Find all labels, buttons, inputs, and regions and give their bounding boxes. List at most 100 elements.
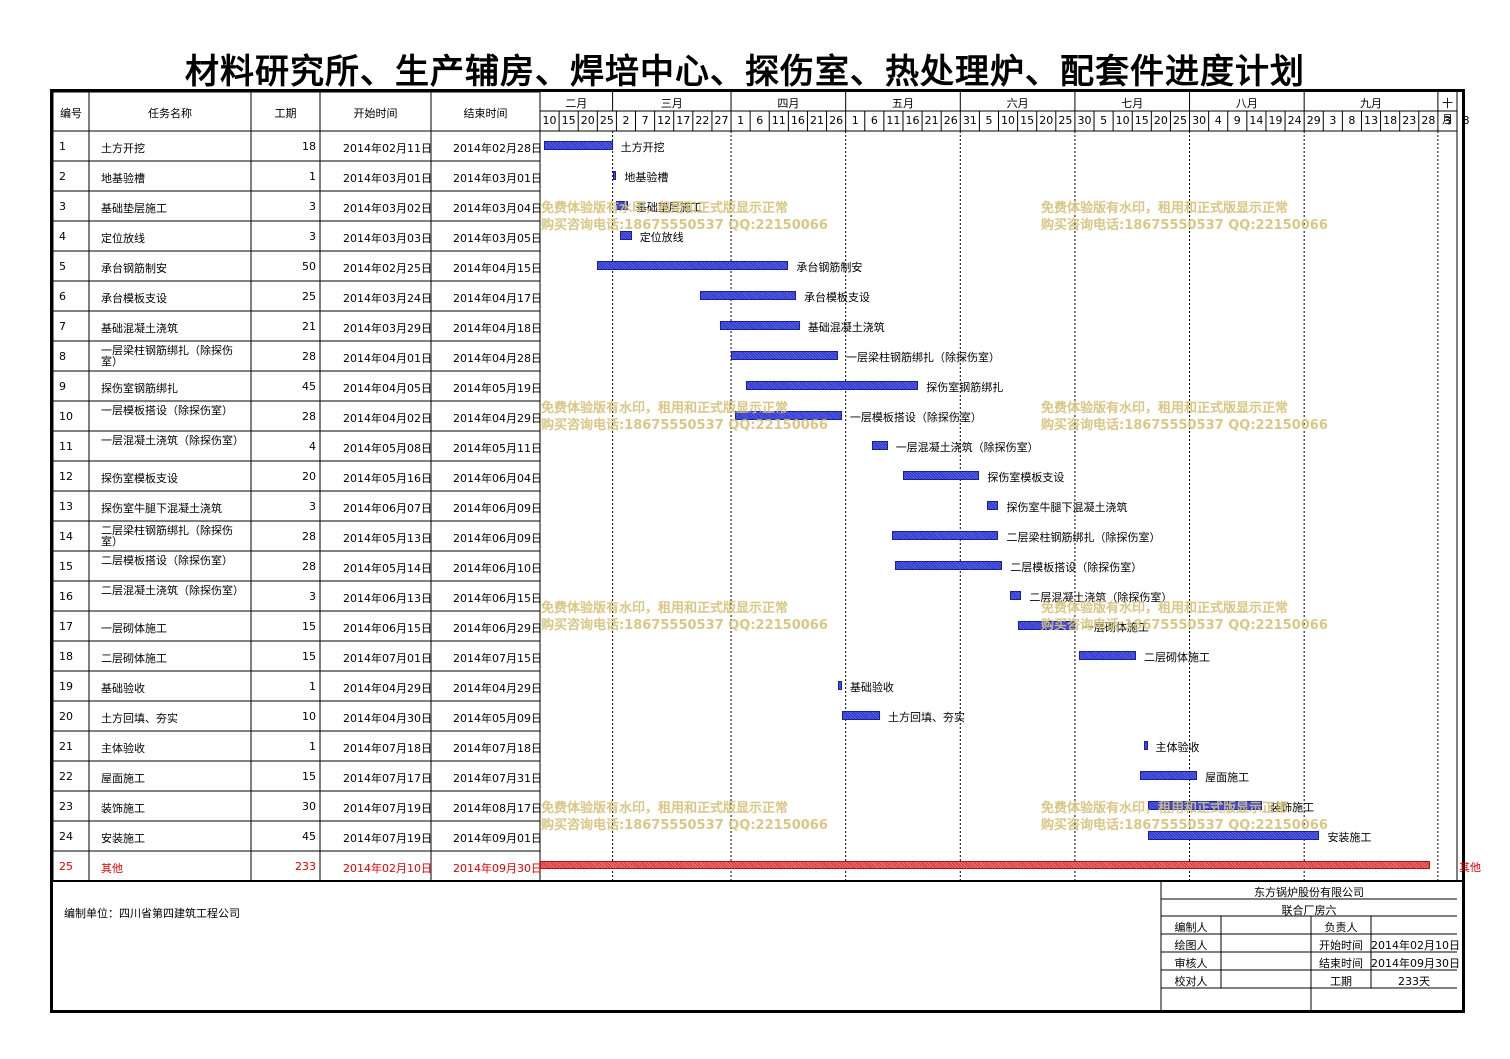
day-tick-label: 18	[1383, 114, 1398, 127]
task-bar	[616, 201, 628, 210]
task-id: 16	[59, 590, 73, 603]
day-tick-label: 19	[1268, 114, 1283, 127]
task-bar-label: 一层砌体施工	[1082, 621, 1149, 634]
task-bar-label: 其他	[1459, 861, 1481, 874]
task-end: 2014年06月04日	[453, 472, 541, 485]
task-start: 2014年07月18日	[343, 742, 431, 755]
watermark: 免费体验版有水印，租用和正式版显示正常购买咨询电话:18675550537 QQ…	[1041, 800, 1328, 834]
day-tick-label: 6	[870, 114, 878, 127]
day-tick-label: 22	[695, 114, 710, 127]
task-bar	[620, 231, 632, 240]
task-bar	[540, 861, 1431, 869]
task-start: 2014年06月07日	[343, 502, 431, 515]
task-duration: 28	[302, 530, 316, 543]
day-tick-label: 21	[810, 114, 824, 127]
day-tick-label: 30	[1192, 114, 1207, 127]
footer-project: 联合厂房六	[1281, 904, 1337, 917]
task-bar-label: 基础混凝土浇筑	[807, 321, 885, 334]
task-duration: 45	[302, 830, 316, 843]
task-duration: 4	[309, 440, 316, 453]
task-end: 2014年08月17日	[453, 802, 541, 815]
page-title: 材料研究所、生产辅房、焊培中心、探伤室、热处理炉、配套件进度计划	[185, 52, 1305, 92]
day-tick-label: 14	[1249, 114, 1264, 127]
task-start: 2014年05月14日	[343, 562, 431, 575]
task-bar	[731, 351, 838, 360]
day-tick-label: 20	[1153, 114, 1168, 127]
task-bar	[987, 501, 999, 510]
task-name: 一层模板搭设（除探伤室）	[101, 405, 233, 416]
task-start: 2014年03月01日	[343, 172, 431, 185]
footer-cell: 开始时间	[1319, 939, 1363, 952]
day-tick-label: 1	[737, 114, 745, 127]
task-bar-label: 探伤室钢筋绑扎	[926, 381, 1004, 394]
watermark: 免费体验版有水印，租用和正式版显示正常购买咨询电话:18675550537 QQ…	[541, 600, 828, 634]
day-tick-label: 20	[580, 114, 595, 127]
table-header-id: 编号	[60, 107, 82, 120]
task-bar-label: 二层混凝土浇筑（除探伤室）	[1029, 591, 1173, 604]
day-tick-label: 27	[714, 114, 729, 127]
month-label: 五月	[891, 97, 914, 110]
footer-cell: 2014年02月10日	[1371, 939, 1460, 952]
task-bar	[746, 381, 919, 390]
watermark-line: 购买咨询电话:18675550537 QQ:22150066	[1041, 418, 1328, 433]
task-duration: 15	[302, 650, 316, 663]
task-start: 2014年07月19日	[343, 802, 431, 815]
month-label: 八月	[1235, 97, 1258, 110]
footer-company: 东方锅炉股份有限公司	[1254, 886, 1364, 899]
task-name: 主体验收	[101, 742, 145, 755]
task-start: 2014年05月13日	[343, 532, 431, 545]
task-name: 其他	[101, 862, 123, 875]
task-duration: 1	[309, 170, 316, 183]
task-name: 安装施工	[101, 832, 145, 845]
task-end: 2014年04月15日	[453, 262, 541, 275]
footer-cell: 结束时间	[1319, 957, 1363, 970]
task-bar-label: 土方开挖	[620, 141, 665, 154]
task-bar	[719, 321, 800, 330]
watermark-line: 免费体验版有水印，租用和正式版显示正常	[541, 601, 789, 616]
watermark-line: 免费体验版有水印，租用和正式版显示正常	[541, 201, 789, 216]
task-id: 25	[59, 860, 73, 873]
task-name: 探伤室模板支设	[101, 472, 178, 485]
day-tick-label: 21	[924, 114, 939, 127]
day-tick-label: 16	[790, 114, 805, 127]
task-bar-label: 二层砌体施工	[1144, 651, 1211, 664]
task-end: 2014年04月29日	[453, 412, 541, 425]
table-header-name: 任务名称	[148, 107, 192, 120]
task-bar-label: 一层梁柱钢筋绑扎（除探伤室）	[846, 351, 1001, 364]
task-id: 19	[59, 680, 73, 693]
task-start: 2014年03月03日	[343, 232, 431, 245]
table-header-start: 开始时间	[353, 107, 398, 120]
task-bar	[543, 141, 613, 150]
task-duration: 45	[302, 380, 316, 393]
task-start: 2014年04月05日	[343, 382, 431, 395]
task-id: 5	[59, 260, 66, 273]
month-label: 四月	[777, 97, 800, 110]
day-tick-label: 25	[599, 114, 614, 127]
task-bar	[1139, 771, 1198, 780]
task-name: 探伤室牛腿下混凝土浇筑	[101, 502, 222, 515]
task-name: 定位放线	[101, 232, 145, 245]
task-end: 2014年02月28日	[453, 142, 541, 155]
month-label: 十月	[1441, 97, 1453, 126]
task-end: 2014年05月19日	[453, 382, 541, 395]
task-name: 基础验收	[101, 682, 145, 695]
task-bar	[891, 531, 999, 540]
day-tick-label: 3	[1443, 114, 1451, 127]
task-start: 2014年07月17日	[343, 772, 431, 785]
task-name: 一层砌体施工	[101, 622, 167, 635]
table-header-end: 结束时间	[463, 107, 508, 120]
task-start: 2014年02月25日	[343, 262, 431, 275]
task-id: 17	[59, 620, 73, 633]
gantt-grid	[53, 92, 1462, 1010]
task-name: 承台钢筋制安	[101, 262, 167, 275]
footer-cell: 233天	[1398, 975, 1430, 988]
month-label: 三月	[660, 97, 683, 110]
task-duration: 10	[302, 710, 316, 723]
task-start: 2014年02月11日	[343, 142, 431, 155]
task-bar	[734, 411, 842, 420]
task-duration: 30	[302, 800, 316, 813]
day-tick-label: 15	[1020, 114, 1035, 127]
task-name: 屋面施工	[101, 772, 145, 785]
watermark-line: 免费体验版有水印，租用和正式版显示正常	[1041, 601, 1289, 616]
task-end: 2014年07月18日	[453, 742, 541, 755]
